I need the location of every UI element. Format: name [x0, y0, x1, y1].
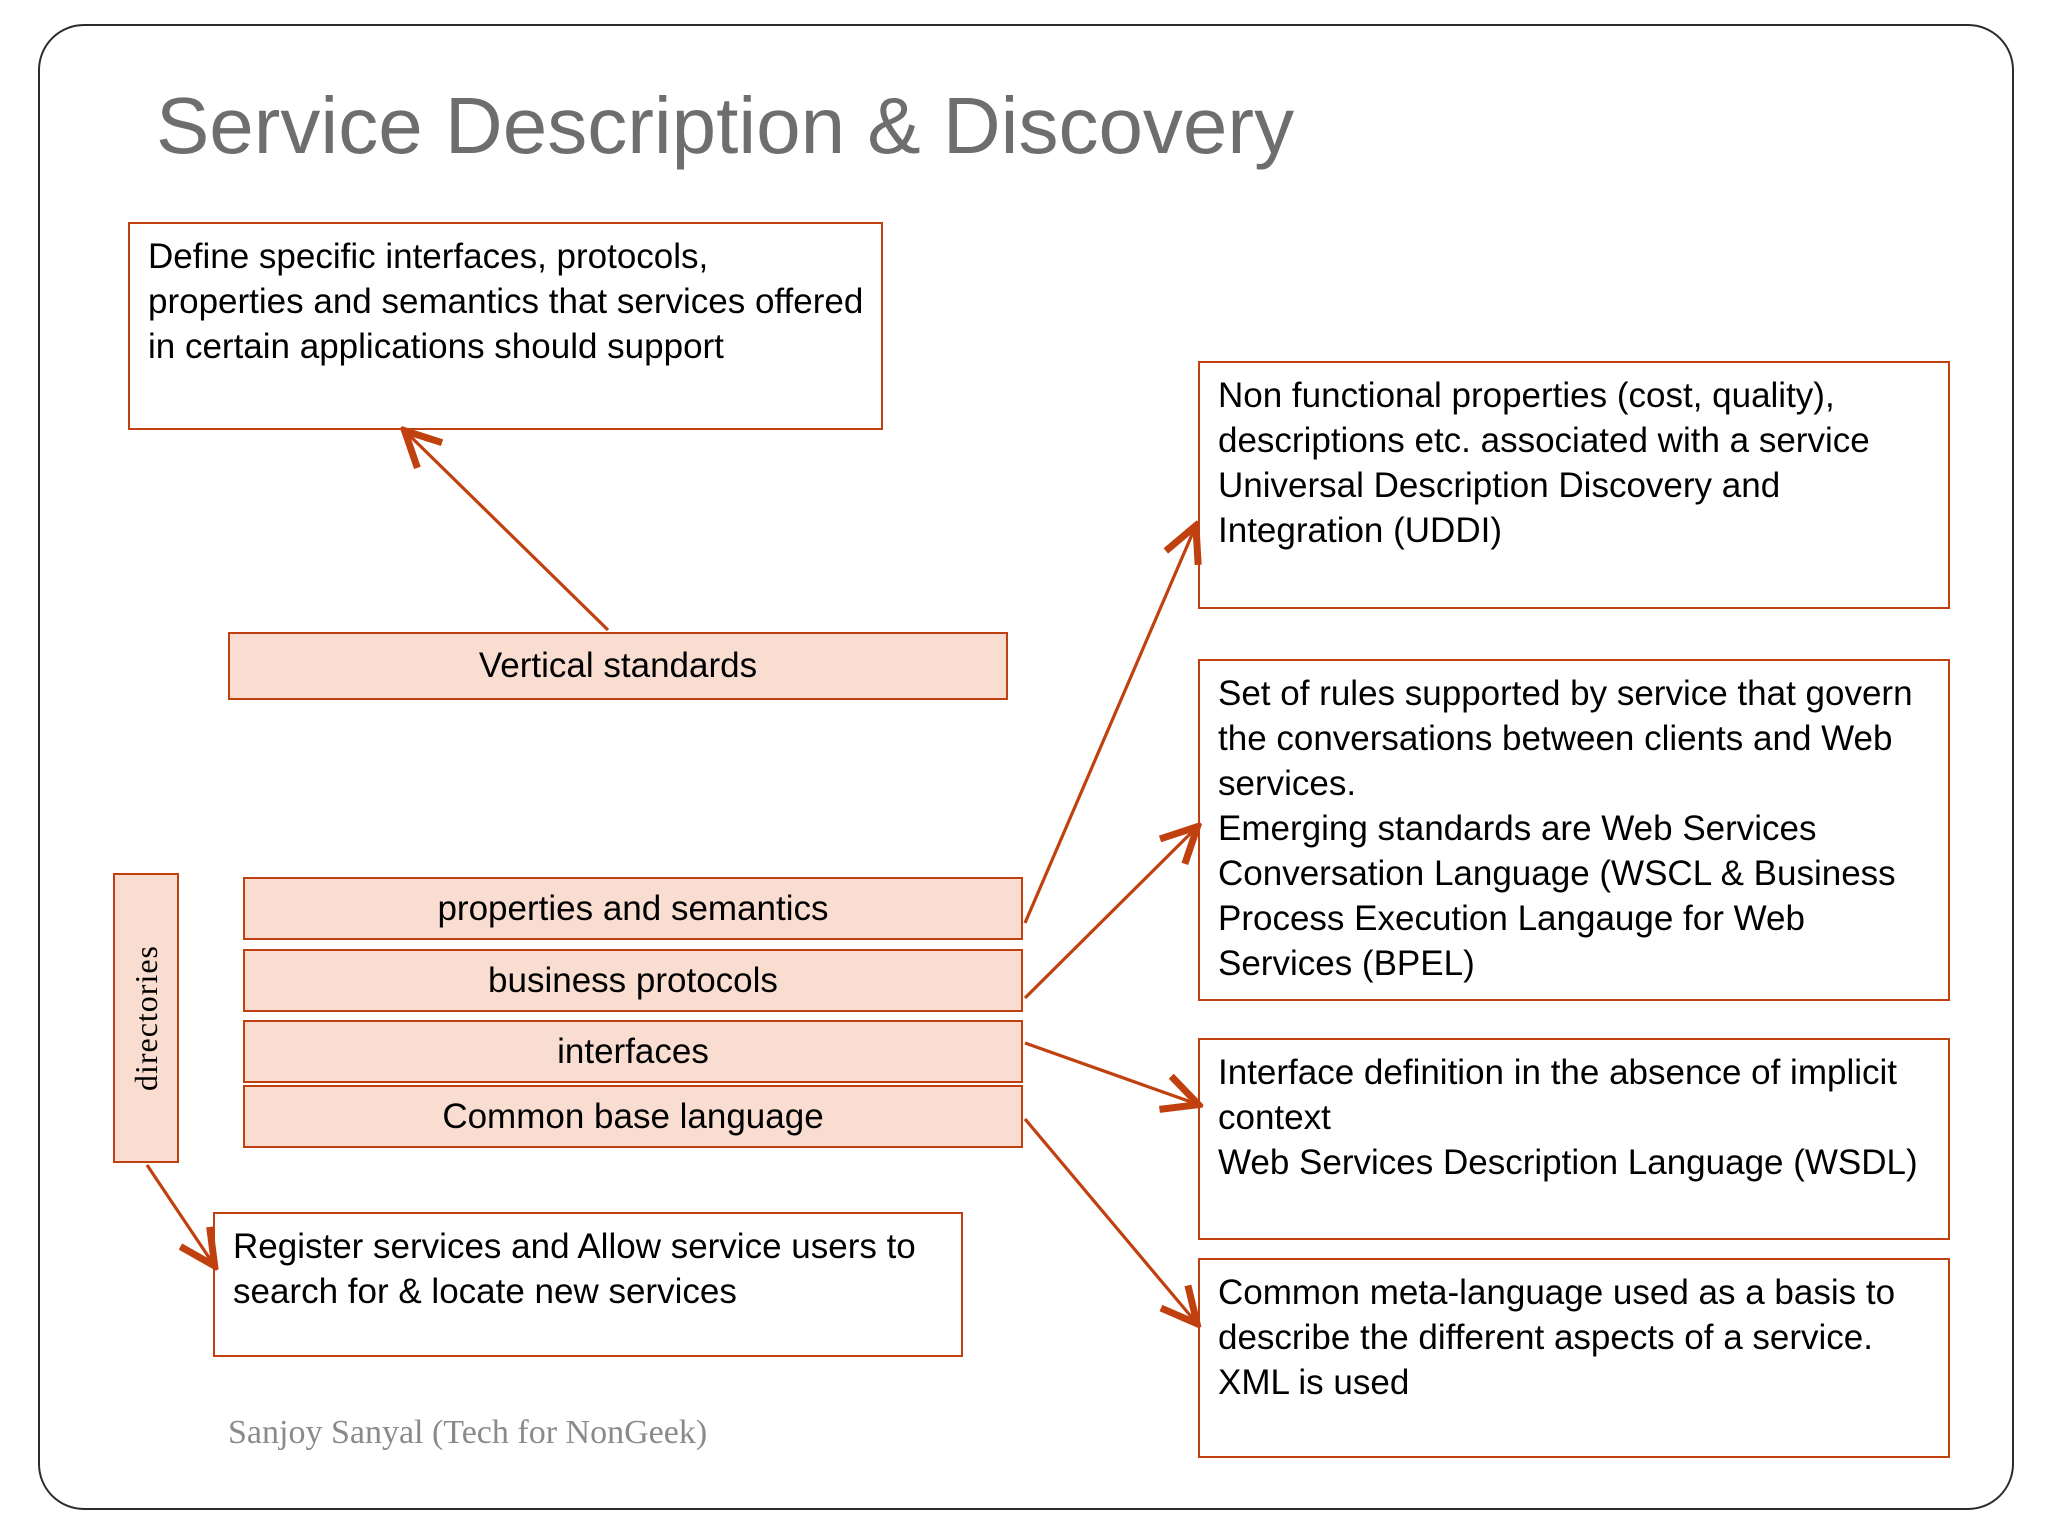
right-box-text: Non functional properties (cost, quality…	[1218, 376, 1870, 550]
layer-business-protocols: business protocols	[243, 949, 1023, 1012]
register-services-text: Register services and Allow service user…	[233, 1227, 916, 1311]
right-box-wsdl: Interface definition in the absence of i…	[1198, 1038, 1950, 1240]
vertical-standards-label: Vertical standards	[478, 646, 758, 685]
register-services-box: Register services and Allow service user…	[213, 1212, 963, 1357]
right-box-text: Set of rules supported by service that g…	[1218, 674, 1913, 983]
arrow-business-protocols-to-bpel	[1023, 830, 1194, 1000]
arrow-vertical-standards-to-definition	[408, 434, 610, 632]
layer-label: business protocols	[488, 960, 778, 1000]
right-box-text: Interface definition in the absence of i…	[1218, 1053, 1918, 1182]
layer-label: Common base language	[442, 1096, 824, 1136]
vertical-standards-box: Vertical standards	[228, 632, 1008, 700]
arrow-interfaces-to-wsdl	[1024, 1041, 1194, 1103]
layer-common-base-language: Common base language	[243, 1085, 1023, 1148]
author-credit: Sanjoy Sanyal (Tech for NonGeek)	[228, 1414, 708, 1451]
definition-box: Define specific interfaces, protocols, p…	[128, 222, 883, 430]
layer-label: interfaces	[557, 1031, 709, 1071]
arrow-properties-to-uddi	[1023, 530, 1194, 924]
right-box-uddi: Non functional properties (cost, quality…	[1198, 361, 1950, 609]
page-title: Service Description & Discovery	[155, 81, 1295, 170]
layer-interfaces: interfaces	[243, 1020, 1023, 1083]
right-box-bpel: Set of rules supported by service that g…	[1198, 659, 1950, 1001]
layer-label: properties and semantics	[437, 888, 829, 928]
directories-label: directories	[127, 944, 164, 1092]
directories-box: directories	[113, 873, 179, 1163]
right-box-xml: Common meta-language used as a basis to …	[1198, 1258, 1950, 1458]
arrow-common-base-to-xml	[1023, 1117, 1194, 1320]
right-box-text: Common meta-language used as a basis to …	[1218, 1273, 1896, 1402]
arrow-directories-to-register	[145, 1164, 212, 1262]
layer-properties-and-semantics: properties and semantics	[243, 877, 1023, 940]
definition-box-text: Define specific interfaces, protocols, p…	[148, 237, 864, 366]
